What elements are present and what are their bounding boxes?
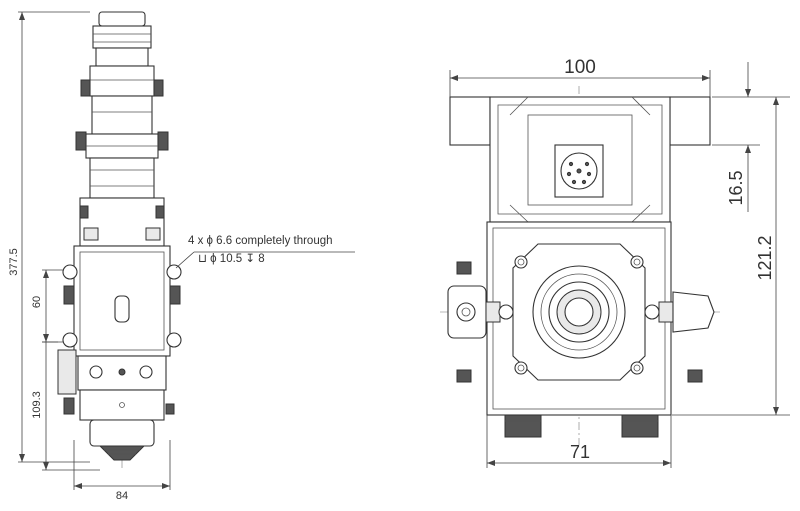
port-icon — [139, 365, 153, 379]
top-collar — [92, 25, 152, 49]
mount-hole — [630, 361, 644, 375]
port-icon — [89, 365, 103, 379]
dim-16-label: 16.5 — [726, 170, 746, 205]
mid-tube — [91, 95, 153, 135]
dim-71-label: 71 — [570, 442, 590, 462]
bottom-knob-left — [504, 414, 542, 438]
upper-left-tab — [449, 96, 491, 146]
dim-100-label: 100 — [564, 57, 596, 78]
mount-ear — [166, 264, 182, 280]
view-slot — [114, 295, 130, 323]
upper-block — [89, 65, 155, 97]
nozzle-base — [79, 389, 165, 421]
upper-right-tab — [669, 96, 711, 146]
port-icon — [118, 368, 126, 376]
right-side-fitting — [672, 291, 715, 333]
bolt-icon — [63, 397, 75, 415]
mount-ear — [62, 332, 78, 348]
mount-ear — [166, 332, 182, 348]
mount-hole — [514, 255, 528, 269]
side-clamp — [83, 227, 99, 241]
hole-note-line2: ⊔ ϕ 10.5 ↧ 8 — [198, 253, 265, 265]
dim-84-label: 84 — [116, 490, 128, 502]
bottom-knob-right — [621, 414, 659, 438]
nozzle-body — [89, 419, 155, 447]
dim-60-label: 60 — [31, 296, 43, 308]
bolt-icon — [456, 261, 472, 275]
bolt-icon — [63, 285, 75, 305]
note-leader — [175, 251, 195, 269]
bolt-icon — [153, 79, 164, 97]
bolt-icon — [456, 369, 472, 383]
top-view: 100 16.5 121.2 71 — [440, 57, 790, 468]
right-valve — [658, 301, 674, 323]
dim-height-label: 377.5 — [8, 248, 20, 276]
nozzle-icon — [98, 445, 146, 461]
bolt-icon — [155, 205, 165, 219]
bolt-icon — [687, 369, 703, 383]
dim-109-label: 109.3 — [31, 391, 43, 419]
lower-tube — [89, 157, 155, 199]
upper-tube — [95, 47, 149, 67]
top-cap — [98, 11, 146, 27]
mount-hole — [630, 255, 644, 269]
dim-121-label: 121.2 — [755, 235, 775, 280]
bolt-icon — [169, 285, 181, 305]
bolt-icon — [157, 131, 169, 151]
left-valve — [485, 301, 501, 323]
side-view: 377.5 60 109.3 84 4 x ϕ 6.6 completely t… — [8, 11, 355, 502]
side-clamp — [145, 227, 161, 241]
mount-hole — [514, 361, 528, 375]
hole-note-line1: 4 x ϕ 6.6 completely through — [188, 235, 333, 247]
side-fitting — [57, 349, 77, 395]
bolt-icon — [79, 205, 89, 219]
mount-ear — [62, 264, 78, 280]
bolt-icon — [165, 403, 175, 415]
bolt-icon — [75, 131, 87, 151]
bolt-icon — [80, 79, 91, 97]
